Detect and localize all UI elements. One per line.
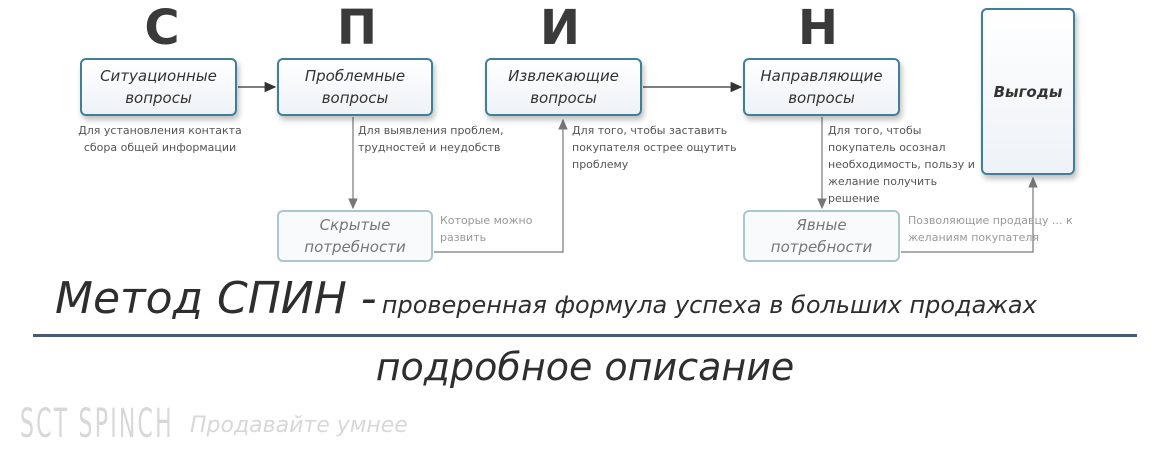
letter-p: П xyxy=(336,0,378,56)
box-benefits: Выгоды xyxy=(981,8,1075,175)
watermark-slogan: Продавайте умнее xyxy=(190,413,408,438)
box-implication: Извлекающие вопросы xyxy=(485,58,642,116)
letter-n: Н xyxy=(797,0,839,56)
page-title: Метод СПИН - проверенная формула успеха … xyxy=(55,272,1037,335)
note-hidden-needs: Которые можно развить xyxy=(440,214,533,244)
title-main: Метод СПИН - xyxy=(55,273,377,324)
note-situational: Для установления контакта сбора общей ин… xyxy=(78,124,242,154)
note-problem: Для выявления проблем, трудностей и неуд… xyxy=(358,124,504,154)
letter-s: С xyxy=(144,0,180,56)
divider xyxy=(33,334,1137,337)
title-rest: проверенная формула успеха в больших про… xyxy=(381,291,1037,319)
note-explicit-needs: Позволяющие продавцу ... к желаниям поку… xyxy=(908,214,1073,244)
box-explicit-needs: Явные потребности xyxy=(743,210,900,262)
note-need-payoff: Для того, чтобы покупатель осознал необх… xyxy=(828,124,975,205)
box-problem: Проблемные вопросы xyxy=(277,58,433,116)
subtitle: подробное описание xyxy=(375,345,795,389)
watermark-logo: SCT SPINCH xyxy=(20,401,174,447)
letter-i: И xyxy=(539,0,581,56)
note-implication: Для того, чтобы заставить покупателя ост… xyxy=(572,124,737,171)
box-hidden-needs: Скрытые потребности xyxy=(277,210,433,262)
box-situational: Ситуационные вопросы xyxy=(80,58,237,116)
arrow-explicit-to-benefits xyxy=(901,176,1038,253)
box-need-payoff: Направляющие вопросы xyxy=(743,58,900,116)
arrow-hidden-to-i xyxy=(434,118,568,253)
